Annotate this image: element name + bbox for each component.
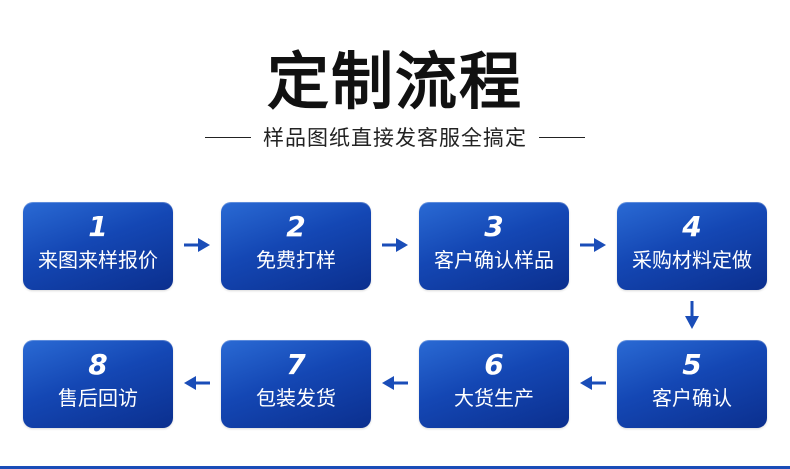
step-label: 大货生产 (454, 386, 534, 410)
step-number: 1 (88, 210, 108, 243)
step-7-box: 7 包装发货 (221, 340, 371, 428)
step-label: 包装发货 (256, 386, 336, 410)
arrow-right-icon (184, 238, 210, 252)
step-number: 8 (88, 348, 108, 381)
step-8-box: 8 售后回访 (23, 340, 173, 428)
step-number: 7 (286, 348, 306, 381)
step-6-box: 6 大货生产 (419, 340, 569, 428)
step-number: 2 (286, 210, 306, 243)
step-label: 售后回访 (58, 386, 138, 410)
step-label: 免费打样 (256, 248, 336, 272)
step-label: 客户确认样品 (434, 248, 554, 272)
step-number: 4 (682, 210, 702, 243)
step-label: 客户确认 (652, 386, 732, 410)
step-1-box: 1 来图来样报价 (23, 202, 173, 290)
arrow-down-icon (685, 301, 699, 329)
step-4-box: 4 采购材料定做 (617, 202, 767, 290)
step-label: 采购材料定做 (632, 248, 752, 272)
subtitle: 样品图纸直接发客服全搞定 (263, 126, 527, 150)
page-title: 定制流程 (266, 45, 523, 118)
step-2-box: 2 免费打样 (221, 202, 371, 290)
arrow-right-icon (580, 238, 606, 252)
subtitle-right-line (539, 136, 585, 138)
step-label: 来图来样报价 (38, 248, 158, 272)
step-number: 3 (484, 210, 504, 243)
step-number: 5 (682, 348, 702, 381)
step-number: 6 (484, 348, 504, 381)
arrow-left-icon (580, 376, 606, 390)
arrow-left-icon (382, 376, 408, 390)
step-3-box: 3 客户确认样品 (419, 202, 569, 290)
step-5-box: 5 客户确认 (617, 340, 767, 428)
subtitle-left-line (205, 136, 251, 138)
arrow-left-icon (184, 376, 210, 390)
bottom-divider (0, 466, 790, 469)
subtitle-row: 样品图纸直接发客服全搞定 (0, 122, 790, 152)
arrow-right-icon (382, 238, 408, 252)
